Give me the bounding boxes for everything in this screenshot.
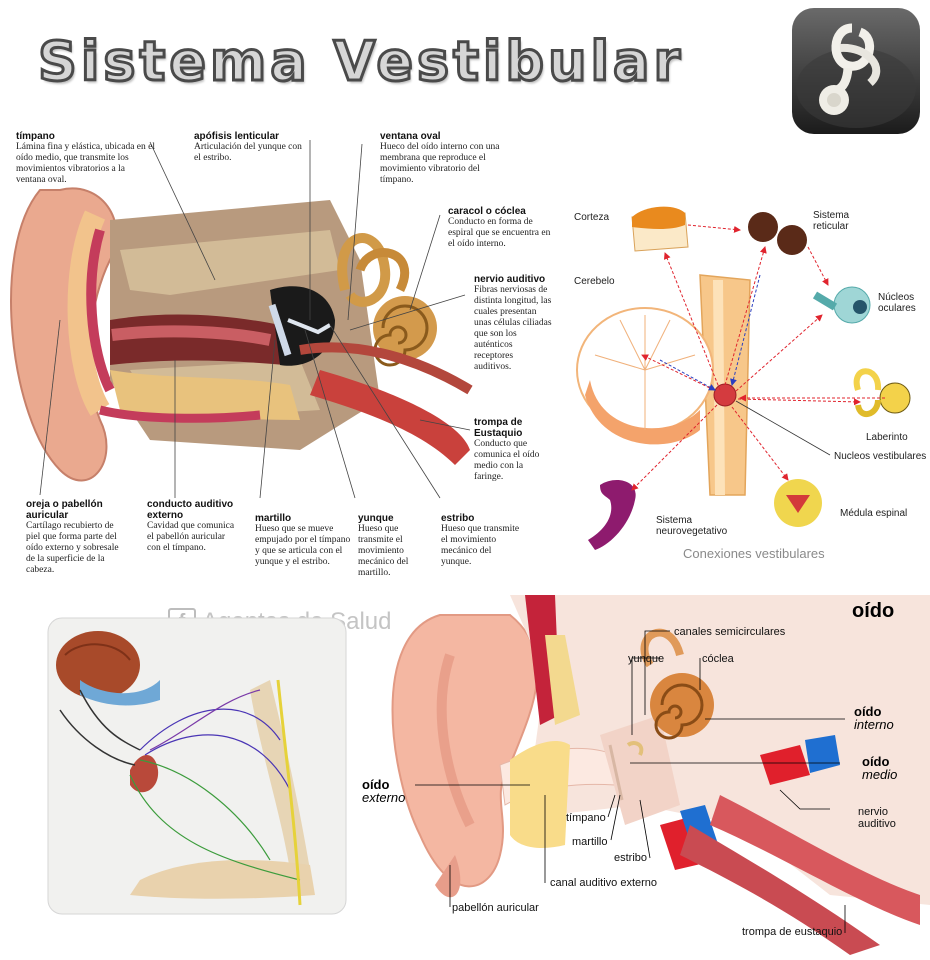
label-title: caracol o cóclea (448, 206, 526, 217)
label-title: ventana oval (380, 131, 441, 142)
label-oido: oído (362, 777, 390, 792)
label-pabellon: pabellón auricular (452, 902, 539, 914)
label-desc: Articulación del yunque con el estribo. (194, 142, 302, 163)
label-title: trompa de Eustaquio (474, 417, 523, 439)
label-martillo-ear: martillo (572, 836, 608, 848)
label-oido: oído (854, 704, 882, 719)
label-nervio-auditivo: nervio auditivo Fibras nerviosas de dist… (474, 274, 552, 373)
label-trompa-ear: trompa de eustaquio (742, 926, 843, 938)
label-timpano-ear: tímpano (566, 812, 606, 824)
label-trompa: trompa de Eustaquio Conducto que comunic… (474, 417, 552, 483)
label-estribo-ear: estribo (614, 852, 648, 864)
label-desc: Conducto que comunica el oído medio con … (474, 439, 540, 482)
label-oido: oído (862, 754, 890, 769)
label-yunque: yunque Hueso que transmite el movimiento… (358, 513, 430, 579)
label-estribo: estribo Hueso que transmite el movimient… (441, 513, 521, 568)
label-ventana-oval: ventana oval Hueco del oído interno con … (380, 131, 510, 186)
label-desc: Hueco del oído interno con una membrana … (380, 142, 500, 185)
label-title: tímpano (16, 131, 55, 142)
label-sistema-neurovegetativo: Sistema neurovegetativo (656, 515, 728, 537)
ear-title: oído (852, 600, 895, 622)
label-medula-espinal: Médula espinal (840, 508, 908, 519)
label-interno: interno (854, 717, 894, 732)
label-laberinto: Laberinto (866, 432, 908, 443)
label-caracol: caracol o cóclea Conducto en forma de es… (448, 206, 556, 250)
label-oido-interno: oído interno (854, 705, 894, 731)
label-apofisis: apófisis lenticular Articulación del yun… (194, 131, 304, 164)
label-title: martillo (255, 513, 292, 524)
label-desc: Hueso que se mueve empujado por el tímpa… (255, 524, 351, 567)
label-externo: externo (362, 790, 406, 805)
label-desc: Cartílago recubierto de piel que forma p… (26, 521, 119, 575)
diagram-caption: Conexiones vestibulares (683, 546, 825, 561)
label-desc: Conducto en forma de espiral que se encu… (448, 217, 551, 249)
ear-anatomy-illustration (10, 140, 473, 499)
nervous-system-foot-illustration (47, 617, 347, 915)
label-yunque: yunque (628, 653, 665, 665)
label-canal-auditivo: canal auditivo externo (550, 877, 658, 889)
label-oido-externo: oído externo (362, 778, 405, 804)
label-title: yunque (358, 513, 394, 524)
label-title: estribo (441, 513, 475, 524)
label-title: apófisis lenticular (194, 131, 280, 142)
label-canales: canales semicirculares (674, 626, 786, 638)
label-martillo: martillo Hueso que se mueve empujado por… (255, 513, 355, 568)
label-title: nervio auditivo (474, 274, 546, 285)
label-oreja: oreja o pabellón auricular Cartílago rec… (26, 499, 126, 576)
vestibular-connections-diagram (576, 206, 911, 550)
inner-ear-icon (792, 8, 920, 134)
label-sistema-reticular: Sistema reticular (813, 210, 850, 232)
label-desc: Lámina fina y elástica, ubicada en el oí… (16, 142, 156, 185)
label-cerebelo: Cerebelo (574, 276, 615, 287)
label-title: oreja o pabellón auricular (26, 499, 103, 521)
label-coclea: cóclea (702, 653, 734, 665)
label-nucleos-vestibulares: Nucleos vestibulares (834, 451, 927, 462)
label-conducto: conducto auditivo externo Cavidad que co… (147, 499, 239, 554)
label-desc: Fibras nerviosas de distinta longitud, l… (474, 285, 552, 372)
label-corteza: Corteza (574, 212, 610, 223)
label-desc: Hueso que transmite el movimiento mecáni… (441, 524, 520, 567)
label-timpano: tímpano Lámina fina y elástica, ubicada … (16, 131, 156, 186)
label-oido-medio: oído medio (862, 755, 897, 781)
ear-cross-section-illustration (391, 595, 930, 955)
label-nervio-ear: nervio auditivo (858, 806, 896, 830)
label-desc: Hueso que transmite el movimiento mecáni… (358, 524, 409, 578)
page-title: Sistema Vestibular (36, 29, 685, 95)
label-desc: Cavidad que comunica el pabellón auricul… (147, 521, 235, 553)
label-medio: medio (862, 767, 898, 782)
label-title: conducto auditivo externo (147, 499, 234, 521)
label-nucleos-oculares: Núcleos oculares (878, 292, 916, 314)
